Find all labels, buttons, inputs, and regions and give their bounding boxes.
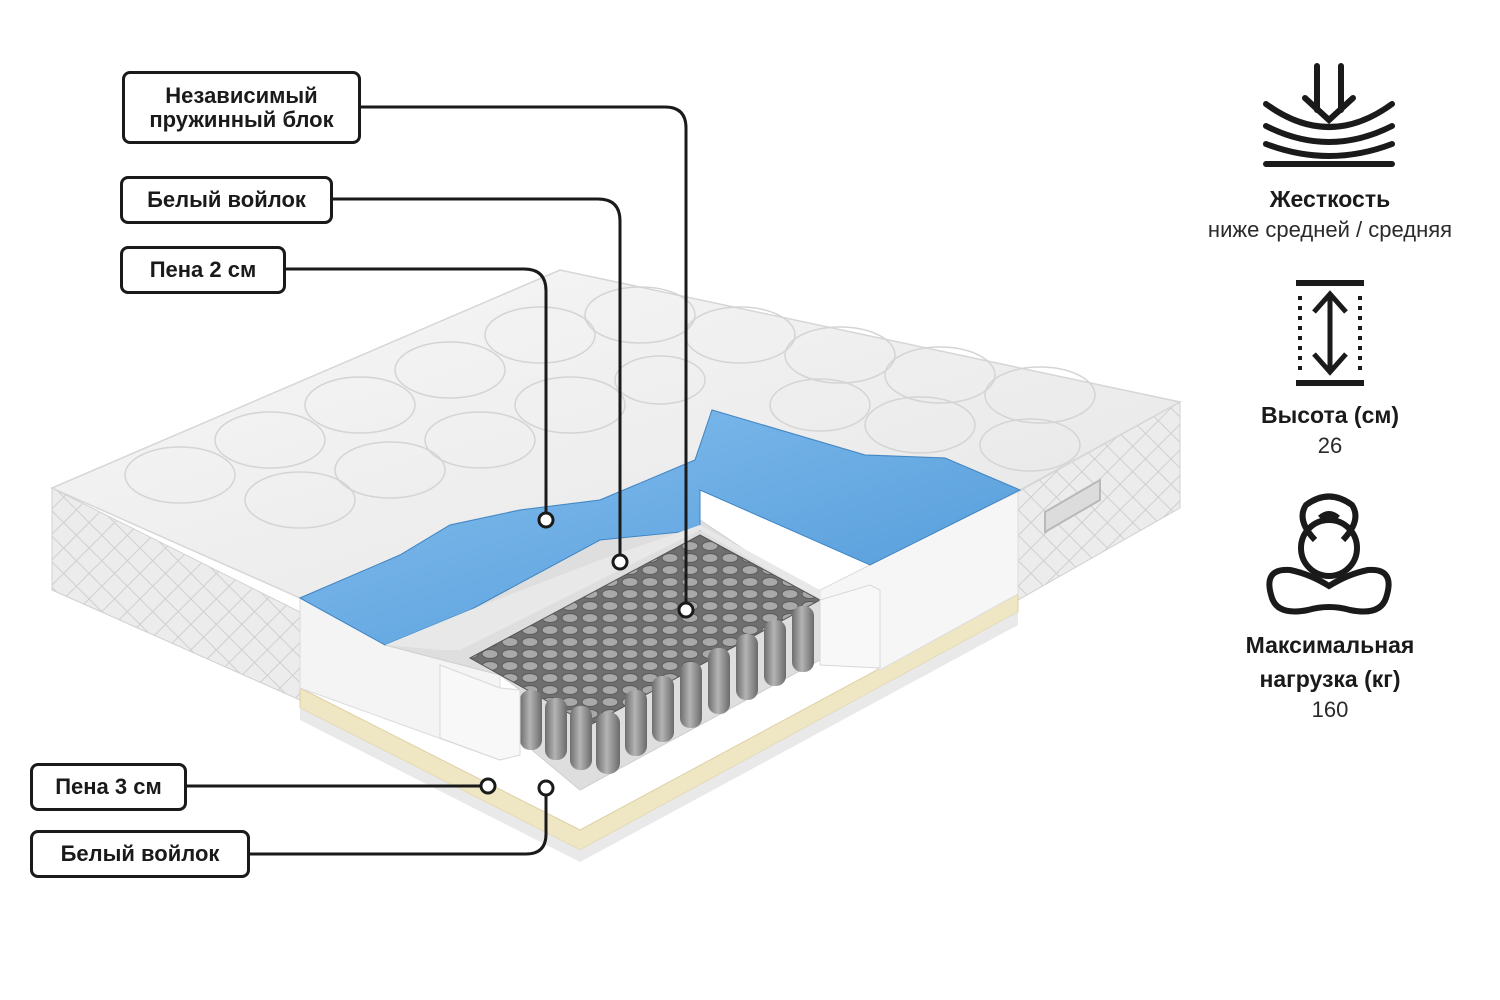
leader-white-felt-bottom — [249, 788, 548, 856]
leader-dots — [479, 511, 695, 797]
leader-spring-block — [360, 105, 688, 610]
spec-firmness-title: Жесткость — [1269, 186, 1391, 212]
dot-white-felt-top — [611, 553, 629, 571]
label-foam-3cm: Пена 3 см — [30, 763, 187, 811]
spec-max-load-title: Максимальная нагрузка (кг) — [1245, 632, 1415, 692]
spec-height: Высота (см) 26 — [1170, 398, 1490, 460]
kettlebell-icon — [1266, 493, 1392, 615]
label-spring-block-text: Независимый пружинный блок — [149, 82, 334, 132]
dot-foam-2cm — [537, 511, 555, 529]
label-spring-block: Независимый пружинный блок — [122, 71, 361, 144]
label-white-felt-bottom: Белый войлок — [30, 830, 250, 878]
label-white-felt-top: Белый войлок — [120, 176, 333, 224]
mattress-base — [300, 612, 1018, 862]
label-foam-2cm-text: Пена 2 см — [149, 257, 257, 282]
label-foam-3cm-text: Пена 3 см — [55, 774, 162, 799]
spec-height-value: 26 — [1317, 433, 1343, 458]
spring-columns — [520, 606, 814, 774]
spec-firmness-value: ниже средней / средняя — [1207, 217, 1453, 242]
spec-max-load-value: 160 — [1311, 697, 1349, 722]
foam-block-front-left — [439, 664, 521, 761]
felt-tray — [385, 525, 820, 650]
dot-foam-3cm — [479, 777, 497, 795]
spec-firmness: Жесткость ниже средней / средняя — [1170, 182, 1490, 244]
mattress-handle — [1044, 478, 1101, 534]
dot-spring-block — [677, 601, 695, 619]
leader-white-felt-top — [332, 197, 622, 562]
leader-foam-2cm — [285, 267, 548, 520]
foam-block-front-right — [819, 584, 881, 669]
spec-max-load: Максимальная нагрузка (кг) 160 — [1170, 628, 1490, 724]
leader-lines — [186, 105, 688, 856]
firmness-icon — [1263, 63, 1395, 167]
label-foam-2cm: Пена 2 см — [120, 246, 286, 294]
label-white-felt-bottom-text: Белый войлок — [60, 841, 220, 866]
blue-foam-layer — [298, 409, 1022, 646]
quilt-pattern — [124, 286, 1096, 529]
label-white-felt-top-text: Белый войлок — [147, 187, 306, 212]
height-icon — [1296, 280, 1364, 386]
spec-height-title: Высота (см) — [1260, 402, 1400, 428]
dot-white-felt-bottom — [537, 779, 555, 797]
